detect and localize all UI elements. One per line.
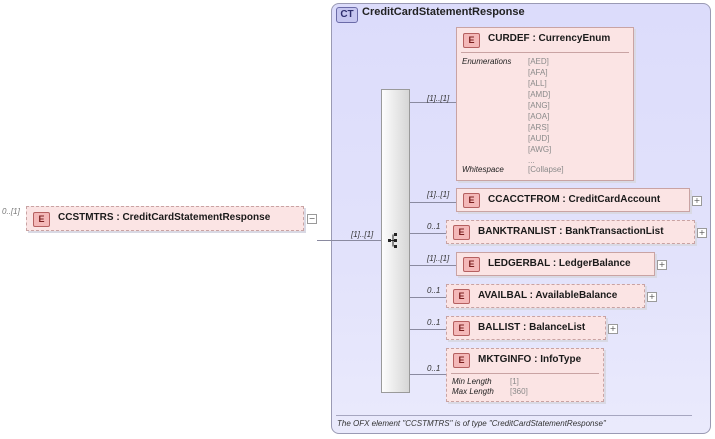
whitespace-value: [Collapse] <box>528 165 564 174</box>
connector-line <box>410 233 446 234</box>
element-ledgerbal-label: LEDGERBAL : LedgerBalance <box>488 258 631 269</box>
connector-line <box>410 329 446 330</box>
cardinality-banktranlist: 0..1 <box>427 222 441 231</box>
divider <box>461 52 629 53</box>
root-element-label: CCSTMTRS : CreditCardStatementResponse <box>58 212 271 223</box>
expand-toggle[interactable]: + <box>647 292 657 302</box>
connector-line <box>410 265 456 266</box>
element-mktginfo[interactable]: E MKTGINFO : InfoType Min Length [1] Max… <box>446 348 604 402</box>
enum-value: ... <box>528 156 535 165</box>
cardinality-mktginfo: 0..1 <box>427 364 441 373</box>
element-badge: E <box>453 289 470 304</box>
expand-toggle[interactable]: + <box>697 228 707 238</box>
cardinality-ccacctfrom: [1]..[1] <box>427 190 450 199</box>
sequence-icon <box>388 233 397 248</box>
sequence-cardinality: [1]..[1] <box>351 230 374 239</box>
expand-toggle[interactable]: + <box>692 196 702 206</box>
whitespace-label: Whitespace <box>462 165 504 174</box>
max-length-label: Max Length <box>452 387 494 396</box>
connector-line <box>410 374 446 375</box>
element-banktranlist[interactable]: E BANKTRANLIST : BankTransactionList <box>446 220 695 244</box>
connector-line <box>410 202 456 203</box>
element-badge: E <box>453 353 470 368</box>
expand-toggle[interactable]: + <box>608 324 618 334</box>
enum-value: [AMD] <box>528 90 551 99</box>
enum-value: [ALL] <box>528 79 547 88</box>
enum-value: [AWG] <box>528 145 552 154</box>
cardinality-curdef: [1]..[1] <box>427 94 450 103</box>
element-availbal-label: AVAILBAL : AvailableBalance <box>478 290 618 301</box>
element-banktranlist-label: BANKTRANLIST : BankTransactionList <box>478 226 664 237</box>
footer-divider <box>336 415 692 416</box>
footer-note: The OFX element "CCSTMTRS" is of type "C… <box>337 419 606 428</box>
cardinality-availbal: 0..1 <box>427 286 441 295</box>
element-ledgerbal[interactable]: E LEDGERBAL : LedgerBalance <box>456 252 655 276</box>
element-badge: E <box>453 321 470 336</box>
connector-line <box>410 102 456 103</box>
min-length-value: [1] <box>510 377 519 386</box>
enumeration-values: [AED] [AFA] [ALL] [AMD] [ANG] [AOA] [ARS… <box>528 56 551 166</box>
cardinality-ledgerbal: [1]..[1] <box>427 254 450 263</box>
element-badge: E <box>33 212 50 227</box>
element-ballist[interactable]: E BALLIST : BalanceList <box>446 316 606 340</box>
connector-line <box>410 297 446 298</box>
element-availbal[interactable]: E AVAILBAL : AvailableBalance <box>446 284 645 308</box>
complex-type-badge: CT <box>336 7 358 23</box>
enum-value: [AUD] <box>528 134 550 143</box>
enum-value: [ARS] <box>528 123 549 132</box>
element-ccacctfrom[interactable]: E CCACCTFROM : CreditCardAccount <box>456 188 690 212</box>
element-curdef-label: CURDEF : CurrencyEnum <box>488 33 611 44</box>
enum-value: [AED] <box>528 57 549 66</box>
element-badge: E <box>463 33 480 48</box>
element-badge: E <box>463 193 480 208</box>
element-badge: E <box>453 225 470 240</box>
enum-value: [ANG] <box>528 101 550 110</box>
divider <box>451 373 599 374</box>
enumerations-label: Enumerations <box>462 57 512 66</box>
element-badge: E <box>463 257 480 272</box>
element-mktginfo-label: MKTGINFO : InfoType <box>478 354 582 365</box>
element-ballist-label: BALLIST : BalanceList <box>478 322 586 333</box>
complex-type-title: CreditCardStatementResponse <box>362 6 525 18</box>
enum-value: [AOA] <box>528 112 550 121</box>
root-cardinality: 0..[1] <box>2 207 20 216</box>
min-length-label: Min Length <box>452 377 492 386</box>
element-curdef[interactable]: E CURDEF : CurrencyEnum Enumerations [AE… <box>456 27 634 181</box>
collapse-toggle[interactable]: − <box>307 214 317 224</box>
enum-value: [AFA] <box>528 68 548 77</box>
cardinality-ballist: 0..1 <box>427 318 441 327</box>
max-length-value: [360] <box>510 387 528 396</box>
root-element-ccstmtrs[interactable]: E CCSTMTRS : CreditCardStatementResponse <box>26 206 304 231</box>
element-ccacctfrom-label: CCACCTFROM : CreditCardAccount <box>488 194 661 205</box>
expand-toggle[interactable]: + <box>657 260 667 270</box>
connector-line <box>317 240 381 241</box>
